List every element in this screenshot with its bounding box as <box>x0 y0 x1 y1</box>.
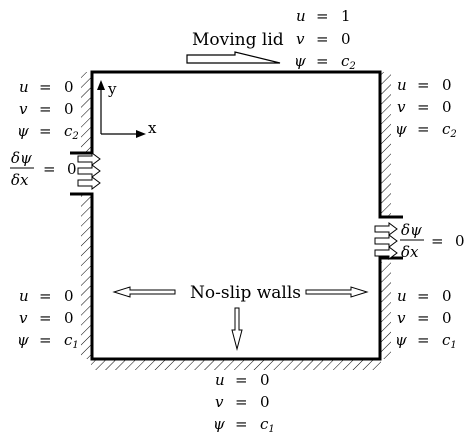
bc-left-upper-u-value: 0 <box>64 78 74 96</box>
bc-left-lower-u-eq: = <box>39 287 52 305</box>
right-wall-upper-hatching <box>381 72 391 216</box>
bc-right-lower-u-symbol: u <box>397 287 407 305</box>
bc-top: u = 1 v = 0 ψ = c2 <box>294 7 356 72</box>
bc-left-upper-v-value: 0 <box>64 100 74 118</box>
y-axis-label: y <box>107 80 117 98</box>
bc-left-lower: u = 0 v = 0 ψ = c1 <box>17 287 79 351</box>
outlet-arrow-2 <box>374 234 398 248</box>
inlet-derivative-numerator: δψ <box>11 149 32 167</box>
bc-bottom-psi-value: c1 <box>260 415 275 435</box>
bc-left-lower-psi-symbol: ψ <box>17 331 29 349</box>
outlet-derivative-numerator: δψ <box>401 221 422 239</box>
bc-right-lower-v-symbol: v <box>397 309 406 327</box>
bc-bottom-u-symbol: u <box>215 371 225 389</box>
right-wall-lower-hatching <box>381 262 391 359</box>
bc-right-lower-psi-value: c1 <box>442 331 457 351</box>
bc-left-upper: u = 0 v = 0 ψ = c2 <box>17 78 79 142</box>
bc-left-upper-psi-eq: = <box>39 122 52 140</box>
outlet-arrows <box>374 222 398 260</box>
bc-right-upper-psi-value: c2 <box>442 120 457 140</box>
bc-left-lower-v-eq: = <box>39 309 52 327</box>
bottom-wall-hatching <box>91 360 381 370</box>
bc-top-u-value: 1 <box>341 7 351 25</box>
bc-bottom-u-value: 0 <box>260 371 270 389</box>
bc-right-lower-psi-eq: = <box>417 331 430 349</box>
inlet-value: 0 <box>67 160 77 178</box>
x-axis-label: x <box>148 119 157 137</box>
bc-right-lower-v-value: 0 <box>442 309 452 327</box>
bc-left-lower-u-value: 0 <box>64 287 74 305</box>
outlet-arrow-1 <box>374 222 398 236</box>
bc-bottom-v-eq: = <box>235 393 248 411</box>
bc-left-upper-v-symbol: v <box>19 100 28 118</box>
bc-top-u-eq: = <box>316 7 329 25</box>
bc-top-u-symbol: u <box>296 7 306 25</box>
bc-right-upper-psi-symbol: ψ <box>395 120 407 138</box>
bc-left-upper-psi-value: c2 <box>64 122 79 142</box>
bc-left-upper-u-symbol: u <box>19 78 29 96</box>
bc-bottom: u = 0 v = 0 ψ = c1 <box>213 371 275 435</box>
bc-bottom-v-value: 0 <box>260 393 270 411</box>
no-slip-arrow-right <box>305 286 369 298</box>
y-axis-arrowhead <box>97 80 105 90</box>
bc-right-upper-psi-eq: = <box>417 120 430 138</box>
bc-left-lower-psi-value: c1 <box>64 331 79 351</box>
bc-outlet: δψ δx = 0 <box>400 221 465 261</box>
bc-top-v-eq: = <box>316 30 329 48</box>
moving-lid-label: Moving lid <box>192 30 284 50</box>
bc-left-upper-v-eq: = <box>39 100 52 118</box>
bc-right-upper-u-eq: = <box>417 76 430 94</box>
bc-right-lower-u-value: 0 <box>442 287 452 305</box>
bc-right-lower: u = 0 v = 0 ψ = c1 <box>395 287 457 351</box>
bc-bottom-u-eq: = <box>235 371 248 389</box>
bc-inlet: δψ δx = 0 <box>10 149 77 189</box>
bc-right-lower-u-eq: = <box>417 287 430 305</box>
outlet-eq: = <box>431 232 444 250</box>
bc-top-v-symbol: v <box>296 30 305 48</box>
bc-left-lower-psi-eq: = <box>39 331 52 349</box>
bc-top-psi-eq: = <box>316 52 329 70</box>
cavity-wall-outline <box>70 70 403 361</box>
no-slip-arrow-down <box>231 307 243 351</box>
moving-lid-arrow <box>186 51 281 64</box>
bc-top-psi-symbol: ψ <box>294 52 306 70</box>
bc-left-lower-u-symbol: u <box>19 287 29 305</box>
inlet-arrow-3 <box>77 176 101 190</box>
inlet-derivative-denominator: δx <box>11 171 29 189</box>
bc-right-upper-v-eq: = <box>417 98 430 116</box>
left-wall-upper-hatching <box>81 72 91 153</box>
bc-left-upper-u-eq: = <box>39 78 52 96</box>
bc-left-lower-v-value: 0 <box>64 309 74 327</box>
x-axis-arrowhead <box>136 130 146 138</box>
no-slip-label: No-slip walls <box>190 283 301 303</box>
bc-left-lower-v-symbol: v <box>19 309 28 327</box>
bc-top-psi-value: c2 <box>341 52 356 72</box>
bc-right-upper-u-symbol: u <box>397 76 407 94</box>
bc-right-lower-psi-symbol: ψ <box>395 331 407 349</box>
inlet-arrows <box>77 152 101 190</box>
bc-right-upper-v-symbol: v <box>397 98 406 116</box>
inlet-arrow-2 <box>77 164 101 178</box>
bc-top-v-value: 0 <box>341 30 351 48</box>
left-wall-lower-hatching <box>81 194 91 359</box>
outlet-derivative-denominator: δx <box>401 243 419 261</box>
bc-right-upper-u-value: 0 <box>442 76 452 94</box>
outlet-arrow-3 <box>374 246 398 260</box>
bc-right-lower-v-eq: = <box>417 309 430 327</box>
inlet-eq: = <box>43 160 56 178</box>
inlet-arrow-1 <box>77 152 101 166</box>
bc-left-upper-psi-symbol: ψ <box>17 122 29 140</box>
bc-right-upper: u = 0 v = 0 ψ = c2 <box>395 76 457 140</box>
bc-bottom-psi-eq: = <box>235 415 248 433</box>
bc-bottom-psi-symbol: ψ <box>213 415 225 433</box>
no-slip-arrows <box>112 286 369 351</box>
bc-right-upper-v-value: 0 <box>442 98 452 116</box>
no-slip-arrow-left <box>112 286 176 298</box>
bc-bottom-v-symbol: v <box>215 393 224 411</box>
outlet-value: 0 <box>455 232 465 250</box>
